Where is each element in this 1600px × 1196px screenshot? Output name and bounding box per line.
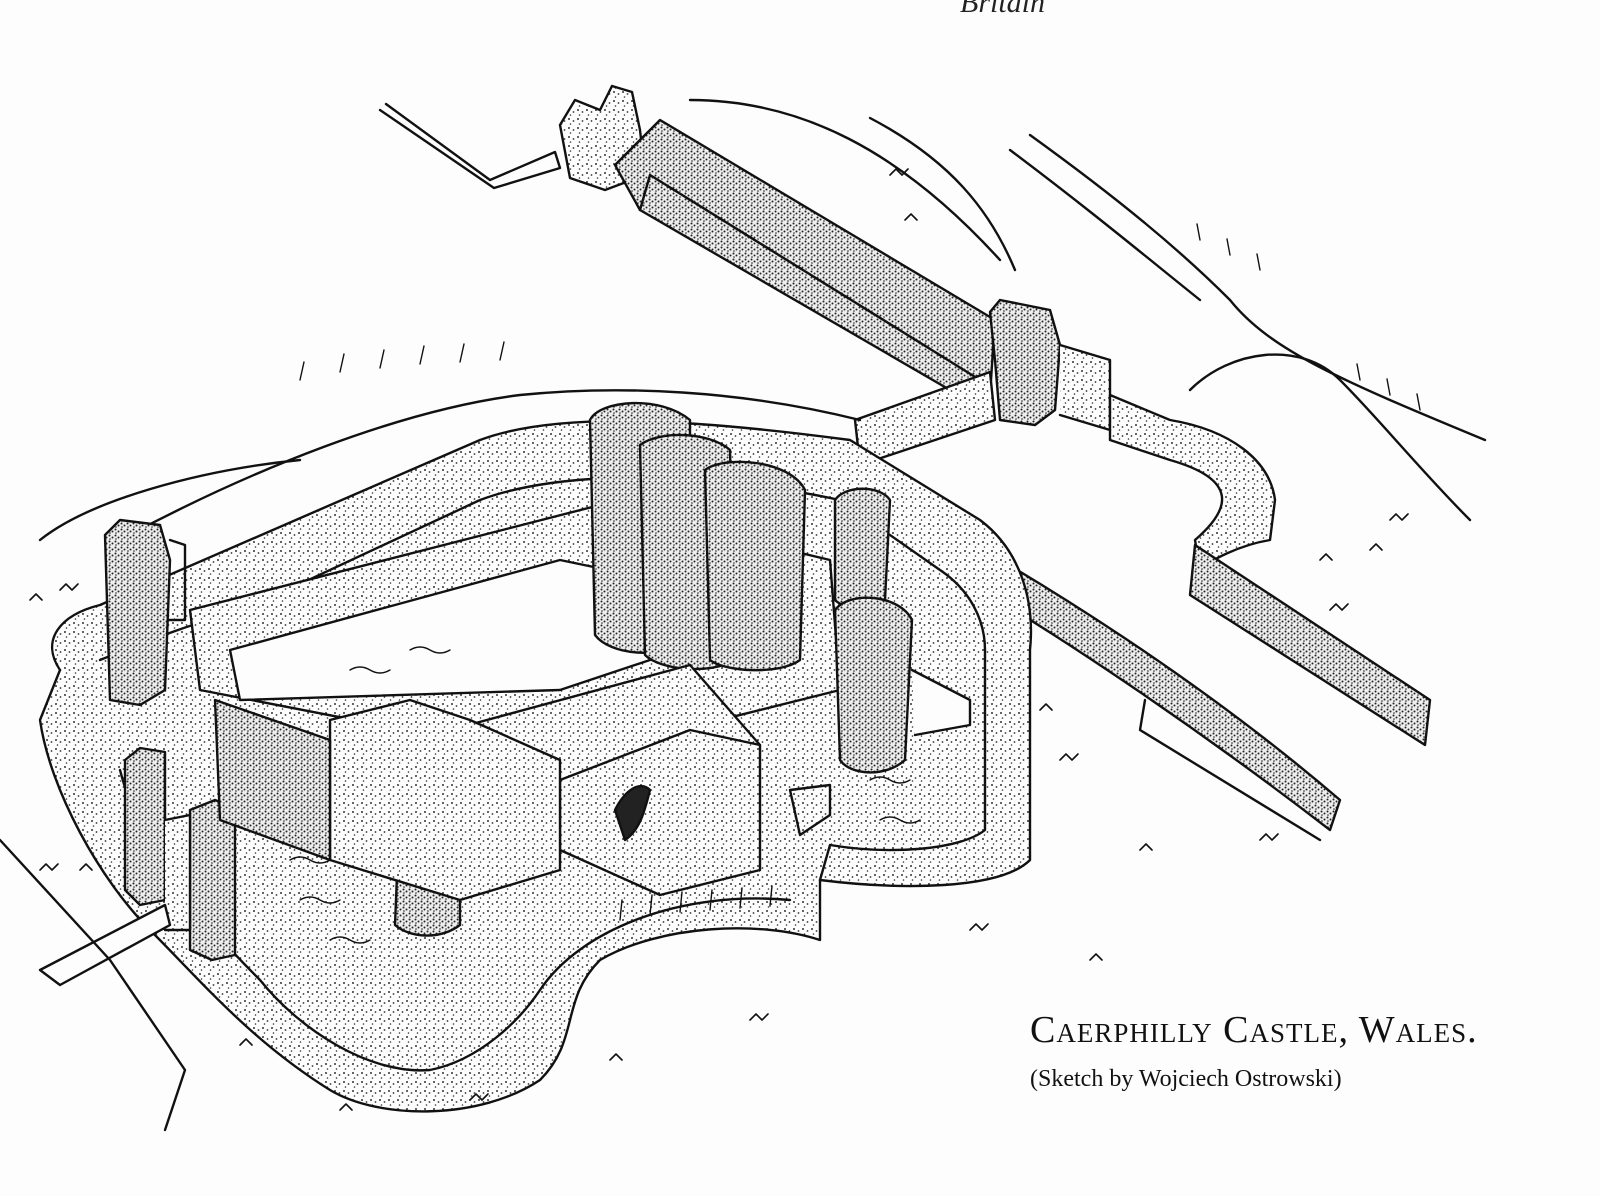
north-east-drum-tower bbox=[833, 487, 892, 610]
sketch-credit: (Sketch by Wojciech Ostrowski) bbox=[1030, 1066, 1342, 1092]
east-outer-wall bbox=[1108, 393, 1277, 572]
dam-south-wall bbox=[853, 370, 997, 467]
far-shoreline bbox=[688, 98, 1002, 262]
moat-shore bbox=[118, 389, 862, 542]
cropped-heading-fragment: Britain bbox=[960, 0, 1046, 19]
west-gate-tower-right bbox=[188, 798, 237, 962]
dam-middle-tower bbox=[988, 298, 1062, 427]
inner-south-west-block bbox=[328, 698, 562, 902]
hall-window bbox=[613, 784, 652, 842]
east-spur-wall bbox=[910, 668, 972, 737]
sketch-caption-title: Caerphilly Castle, Wales. bbox=[1030, 1009, 1478, 1051]
east-long-wall bbox=[1188, 543, 1432, 747]
east-corner-tower bbox=[833, 596, 914, 774]
north-west-tower bbox=[103, 518, 172, 707]
north-dam-wall bbox=[378, 102, 562, 190]
great-gatehouse-tower-3 bbox=[703, 460, 807, 672]
west-bridge bbox=[38, 903, 172, 987]
west-gate-tower-left bbox=[123, 746, 167, 907]
